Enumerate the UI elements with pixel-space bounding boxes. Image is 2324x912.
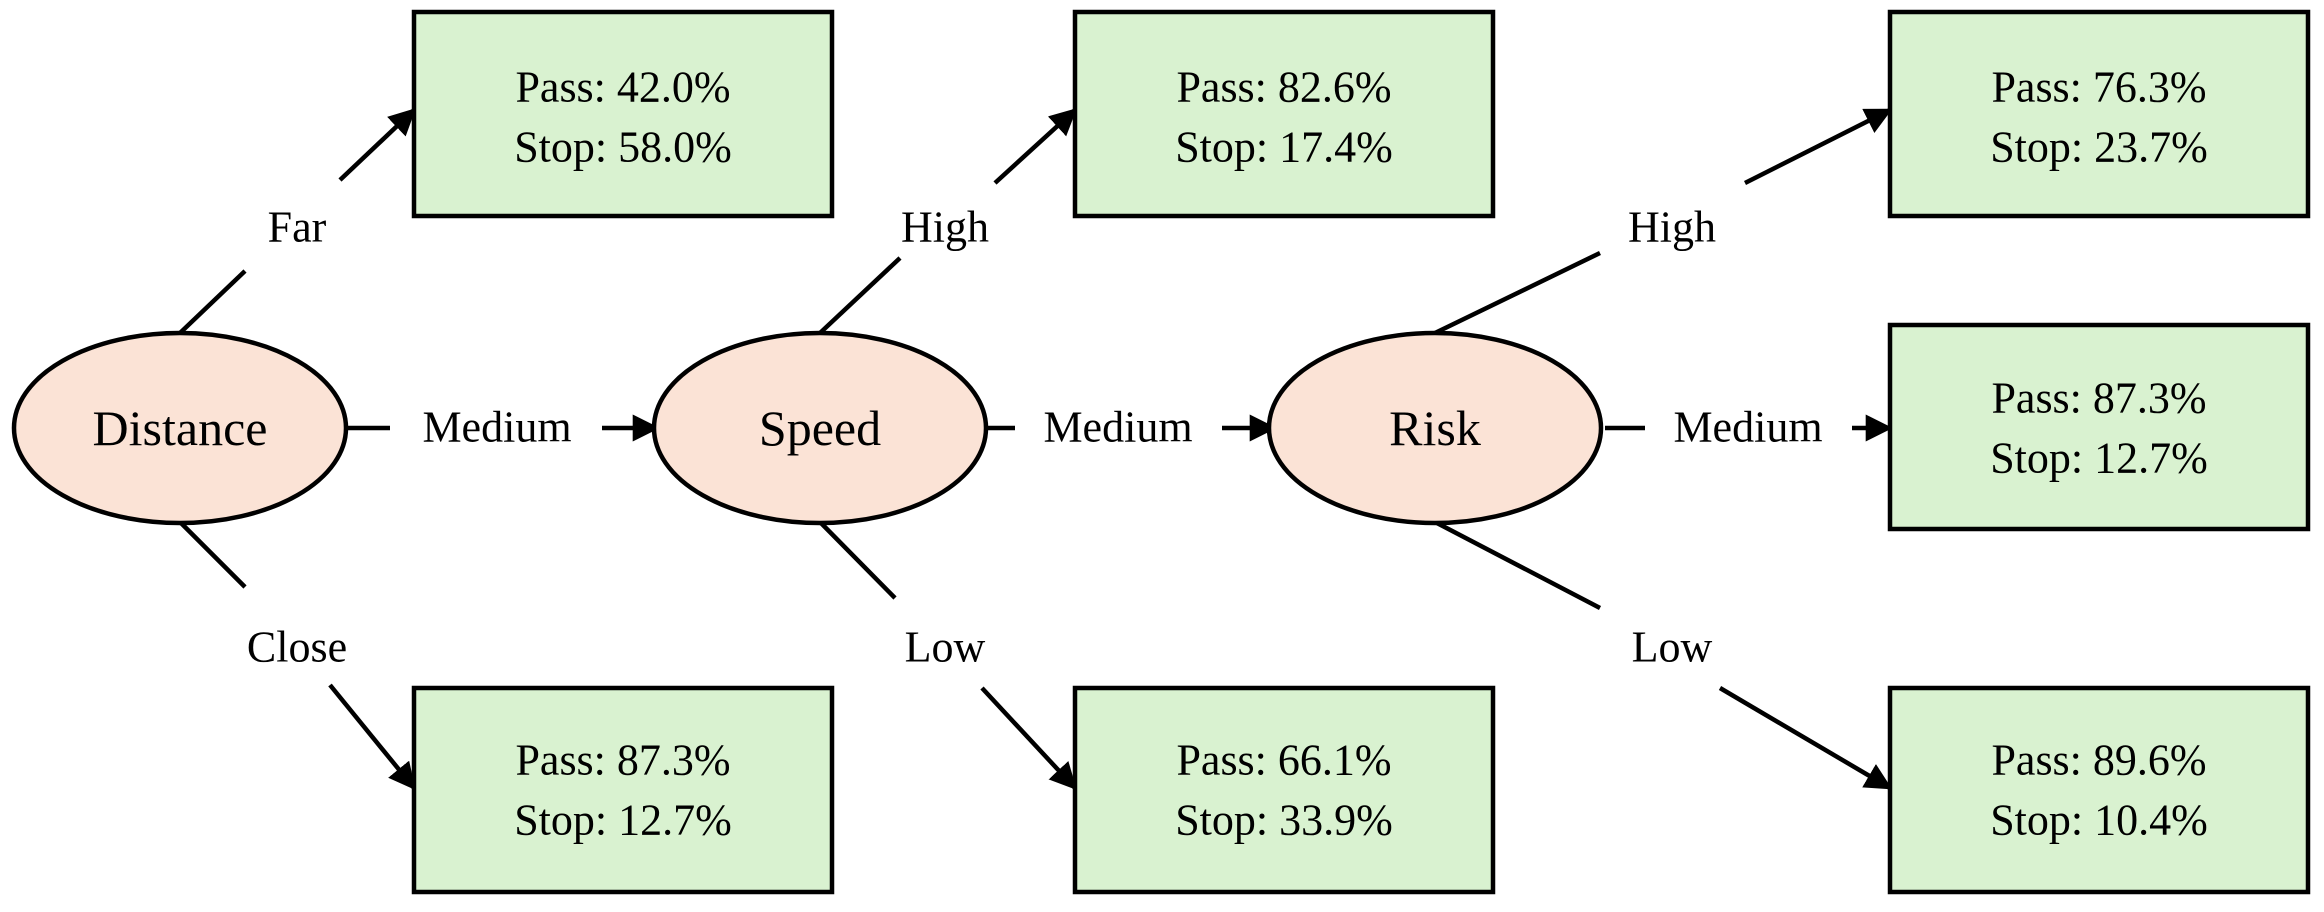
edge-speed-low-arrow [980, 686, 1077, 790]
edge-label-speed-low: Low [905, 623, 986, 672]
edge-distance-close-arrow [328, 683, 416, 791]
leaf-speed-low-stop: Stop: 33.9% [1175, 796, 1393, 845]
edge-label-distance-far: Far [268, 203, 327, 252]
edge-speed-low-line [818, 520, 897, 600]
edge-distance-far-arrow [338, 108, 416, 182]
edge-labels: Far Medium Close High Medium Low High Me… [247, 203, 1823, 672]
edge-label-speed-high: High [901, 203, 989, 252]
decision-node-distance-shape [11, 330, 349, 526]
decision-node-risk-label: Risk [1389, 400, 1481, 456]
edge-risk-high-arrow [1743, 107, 1893, 186]
leaf-speed-high-stop: Stop: 17.4% [1175, 123, 1393, 172]
leaf-speed-high-pass: Pass: 82.6% [1176, 63, 1391, 112]
leaf-risk-high-stop: Stop: 23.7% [1990, 123, 2208, 172]
leaf-distance-far-pass: Pass: 42.0% [515, 63, 730, 112]
leaf-risk-low-stop: Stop: 10.4% [1990, 796, 2208, 845]
leaf-speed-high: Pass: 82.6% Stop: 17.4% [1072, 9, 1496, 219]
decision-node-distance: Distance [11, 330, 349, 526]
leaf-risk-high-box [1887, 9, 2311, 219]
leaf-risk-medium-box [1887, 322, 2311, 532]
edge-distance-far-line [178, 269, 247, 335]
edge-label-risk-high: High [1628, 203, 1716, 252]
leaf-distance-far-stop: Stop: 58.0% [514, 123, 732, 172]
decision-node-speed-label: Speed [759, 400, 881, 456]
leaf-risk-low-box [1887, 685, 2311, 895]
edge-label-distance-close: Close [247, 623, 347, 672]
decision-node-speed: Speed [651, 330, 989, 526]
edge-risk-high-line [1434, 250, 1601, 336]
edge-speed-high-arrow [993, 108, 1077, 185]
edge-label-distance-medium: Medium [422, 403, 571, 452]
edge-speed-high-line [818, 256, 902, 335]
leaf-risk-high: Pass: 76.3% Stop: 23.7% [1887, 9, 2311, 219]
edge-label-risk-medium: Medium [1673, 403, 1822, 452]
edge-risk-low-arrow [1718, 686, 1893, 790]
edge-label-speed-medium: Medium [1043, 403, 1192, 452]
leaf-distance-close-box [411, 685, 835, 895]
decision-node-risk-shape [1266, 330, 1604, 526]
edges [178, 107, 1893, 791]
leaf-speed-high-box [1072, 9, 1496, 219]
leaf-risk-medium-stop: Stop: 12.7% [1990, 434, 2208, 483]
decision-node-distance-label: Distance [93, 400, 268, 456]
leaf-risk-medium: Pass: 87.3% Stop: 12.7% [1887, 322, 2311, 532]
leaf-distance-close-stop: Stop: 12.7% [514, 796, 732, 845]
leaf-speed-low-box [1072, 685, 1496, 895]
leaf-speed-low-pass: Pass: 66.1% [1176, 736, 1391, 785]
leaf-distance-far: Pass: 42.0% Stop: 58.0% [411, 9, 835, 219]
leaf-risk-high-pass: Pass: 76.3% [1991, 63, 2206, 112]
leaf-risk-low-pass: Pass: 89.6% [1991, 736, 2206, 785]
leaf-risk-medium-pass: Pass: 87.3% [1991, 374, 2206, 423]
edge-distance-close-line [178, 520, 247, 589]
edge-risk-low-line [1433, 520, 1602, 610]
leaf-risk-low: Pass: 89.6% Stop: 10.4% [1887, 685, 2311, 895]
leaf-distance-close-pass: Pass: 87.3% [515, 736, 730, 785]
decision-node-speed-shape [651, 330, 989, 526]
decision-node-risk: Risk [1266, 330, 1604, 526]
leaf-distance-far-box [411, 9, 835, 219]
leaf-distance-close: Pass: 87.3% Stop: 12.7% [411, 685, 835, 895]
edge-label-risk-low: Low [1632, 623, 1713, 672]
leaf-speed-low: Pass: 66.1% Stop: 33.9% [1072, 685, 1496, 895]
